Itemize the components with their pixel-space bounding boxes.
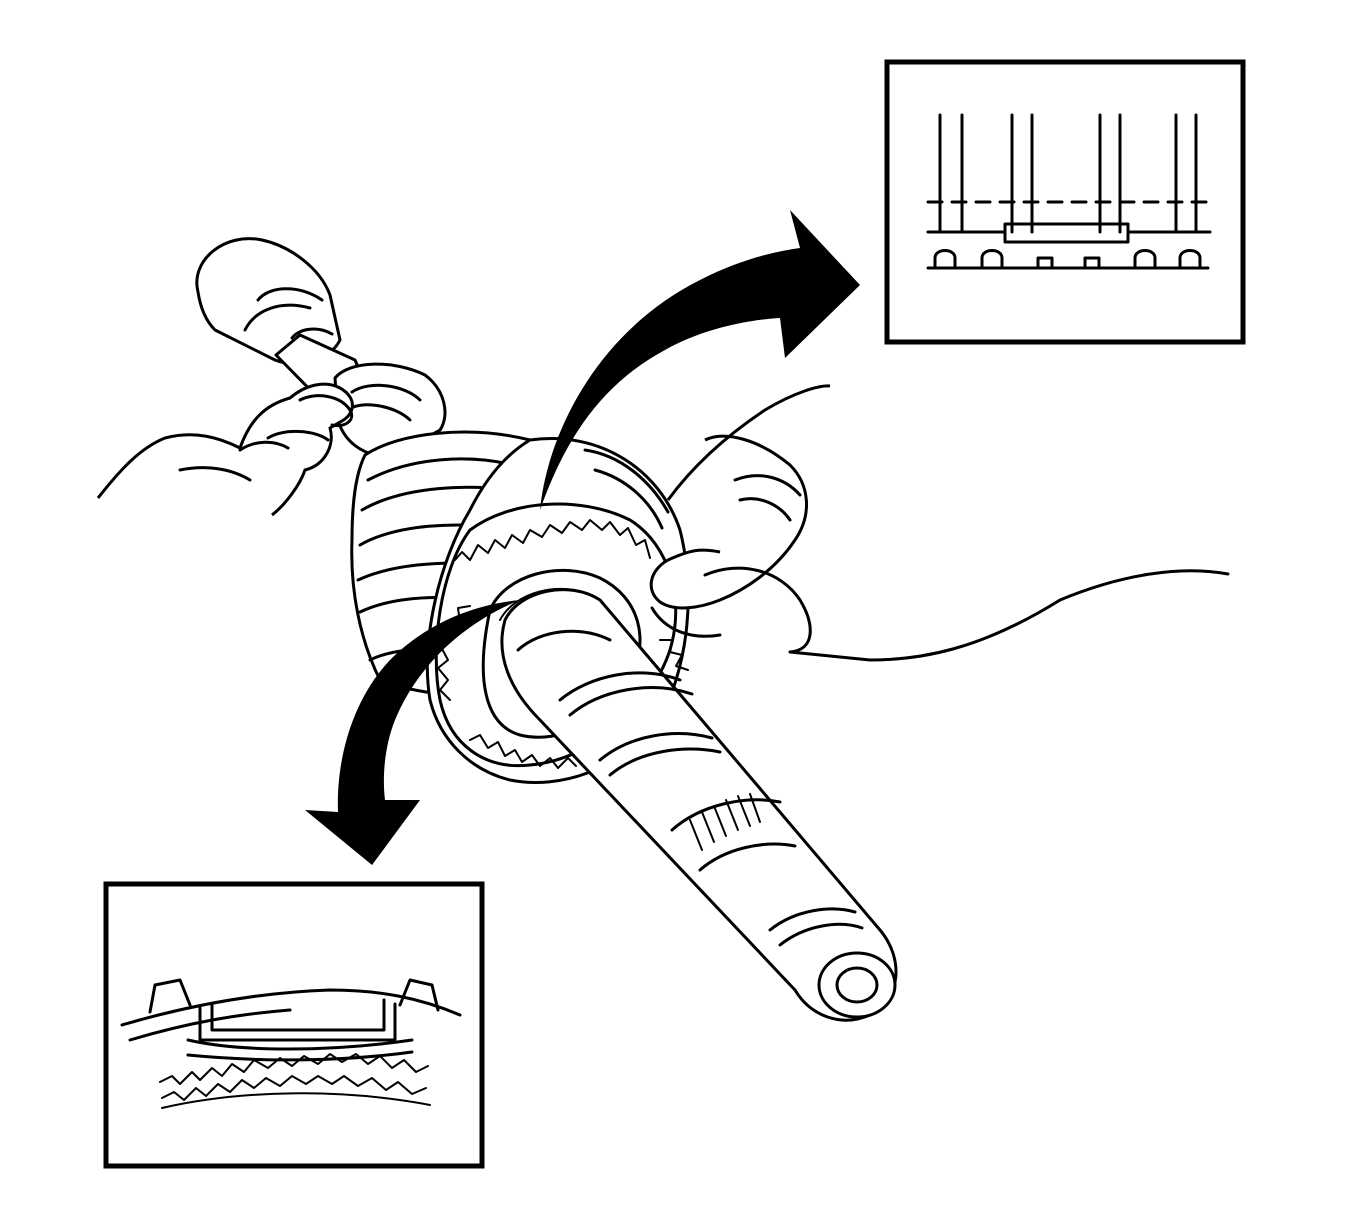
lower-detail-inset [103,881,485,1169]
lower-arrow [305,600,520,865]
main-shaft [500,588,898,1022]
upper-arrow [540,210,860,510]
shaft-collar [333,362,447,458]
upper-detail-inset [884,59,1246,345]
hand-left [96,382,354,517]
hand-right [649,384,1230,662]
